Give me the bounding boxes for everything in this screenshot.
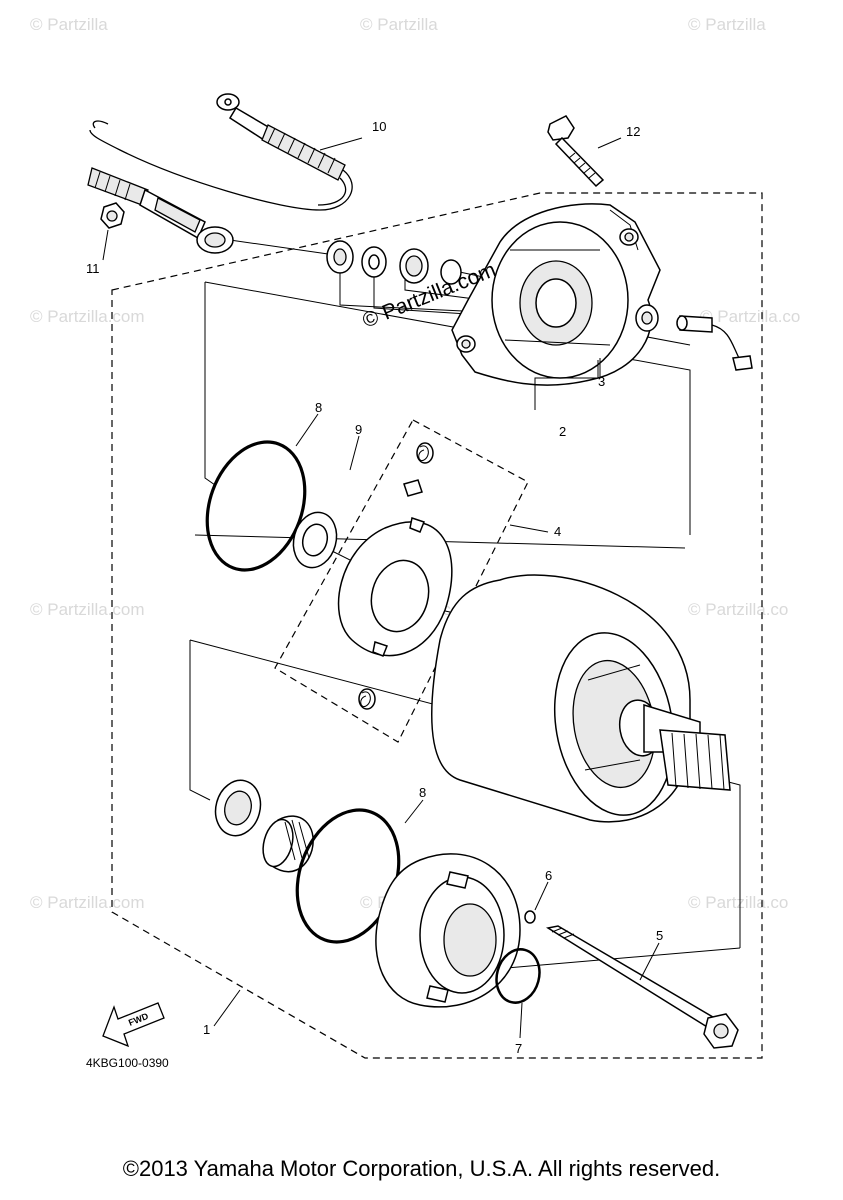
lead-wire-part-10 <box>87 93 353 254</box>
nut-part-11 <box>100 202 125 229</box>
front-cover <box>375 853 521 1008</box>
o-ring-part-7 <box>495 948 541 1004</box>
callout-5: 5 <box>656 928 663 943</box>
callout-10: 10 <box>372 119 386 134</box>
terminal-washers <box>326 240 462 285</box>
washer-part-9 <box>292 511 338 569</box>
watermark-tile: © Partzilla.com <box>30 600 145 619</box>
callout-7: 7 <box>515 1041 522 1056</box>
watermark-tile: © Partzilla <box>30 15 108 34</box>
copyright-notice: ©2013 Yamaha Motor Corporation, U.S.A. A… <box>122 1156 721 1181</box>
callout-12: 12 <box>626 124 640 139</box>
callout-1: 1 <box>203 1022 210 1037</box>
yoke-armature-assembly <box>431 574 731 823</box>
watermark-tile: © Partzilla <box>688 15 766 34</box>
callout-11: 11 <box>86 261 100 276</box>
watermark-tile: © Partzilla.co <box>700 307 800 326</box>
through-bolt-part-5 <box>545 925 739 1049</box>
watermark-tile: © Partzilla <box>360 15 438 34</box>
callout-8-upper: 8 <box>315 400 322 415</box>
terminal-part-3 <box>635 304 753 371</box>
callout-9: 9 <box>355 422 362 437</box>
assembly-outline-dashed <box>111 192 763 1059</box>
diagram-code: 4KBG100-0390 <box>86 1056 169 1070</box>
watermark-tile: © Partzilla.co <box>688 600 788 619</box>
callout-8-lower: 8 <box>419 785 426 800</box>
watermark-tile: © Partzilla.com <box>30 893 145 912</box>
callout-numbers: 10 12 11 3 2 8 9 4 8 6 5 7 1 <box>86 119 663 1056</box>
bolt-part-12 <box>547 115 605 188</box>
o-ring-part-8-upper <box>205 440 307 572</box>
callout-6: 6 <box>545 868 552 883</box>
brush-holder-outline-dashed <box>274 419 529 743</box>
callout-4: 4 <box>554 524 561 539</box>
callout-leaders <box>102 137 660 1039</box>
callout-2: 2 <box>559 424 566 439</box>
watermark-tile: © Partzilla.co <box>688 893 788 912</box>
watermark-tile: © Partzilla.com <box>30 307 145 326</box>
o-ring-part-6 <box>524 910 536 924</box>
rear-cover-part-2 <box>451 203 661 386</box>
forward-arrow-icon: FWD <box>102 1002 165 1048</box>
brush-holder-part-4 <box>337 442 453 710</box>
oil-seal-and-bearing <box>214 779 314 873</box>
callout-3: 3 <box>598 374 605 389</box>
